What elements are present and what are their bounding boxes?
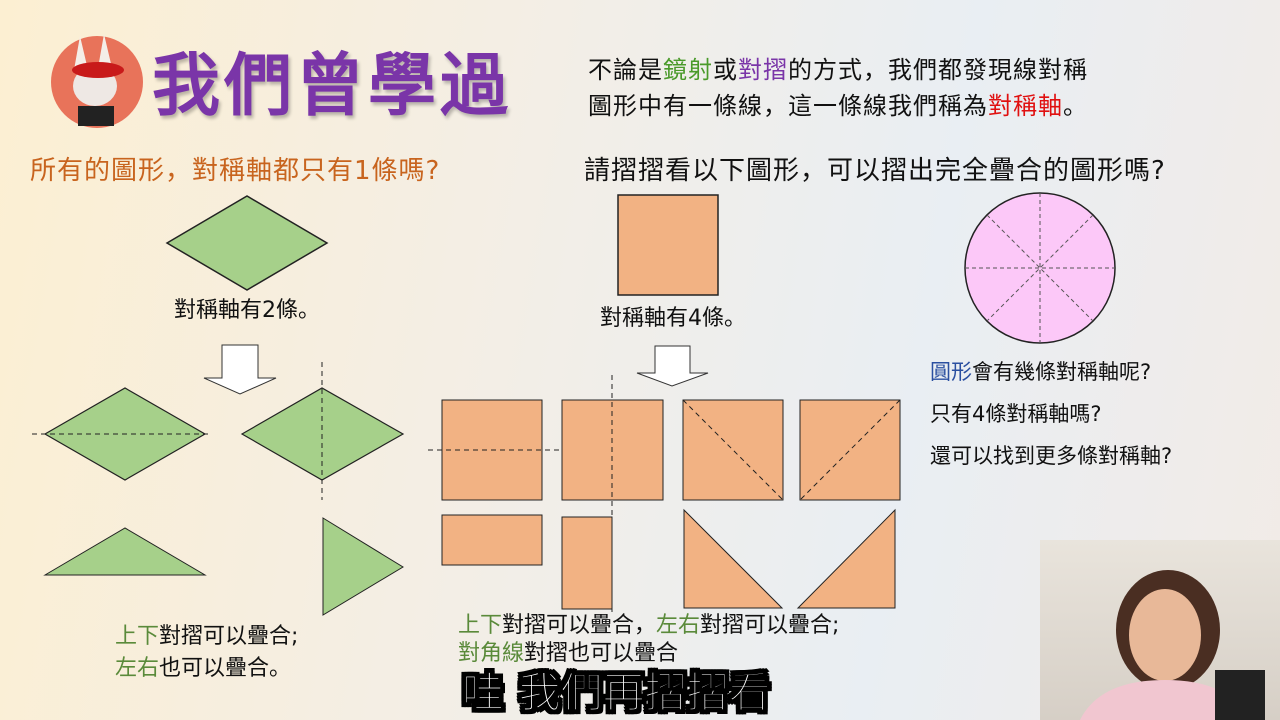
text-segment: 對摺也可以疊合 bbox=[524, 641, 679, 666]
text-segment: 的方式，我們都發現線對稱 bbox=[788, 56, 1088, 84]
text-segment: 對摺可以疊合， bbox=[502, 613, 657, 638]
down-arrow-icon bbox=[636, 345, 709, 387]
text-segment: 上下 bbox=[115, 624, 160, 649]
text-segment: 對摺 bbox=[738, 56, 788, 84]
question-right: 請摺摺看以下圖形，可以摺出完全疊合的圖形嗎? bbox=[584, 156, 1166, 186]
text-segment: 只有4條對稱軸嗎? bbox=[930, 402, 1102, 426]
text-segment: 鏡射 bbox=[663, 56, 713, 84]
folded-rectangle-horizontal bbox=[441, 514, 543, 566]
circle-shape bbox=[964, 192, 1116, 344]
text-segment: 還可以找到更多條對稱軸? bbox=[930, 444, 1173, 468]
presenter-webcam bbox=[1040, 540, 1280, 720]
folded-triangle-horizontal bbox=[43, 527, 207, 576]
folded-triangle-diagonal-1 bbox=[683, 508, 784, 609]
text-segment: 圓形 bbox=[930, 360, 972, 384]
rhombus-note-2: 左右也可以疊合。 bbox=[115, 656, 291, 682]
circle-question-3: 還可以找到更多條對稱軸? bbox=[930, 440, 1172, 470]
page-title: 我們曾學過 bbox=[152, 47, 513, 126]
text-segment: 對摺可以疊合; bbox=[159, 624, 299, 649]
text-segment: 也可以疊合。 bbox=[159, 656, 292, 681]
folded-triangle-vertical bbox=[322, 517, 404, 616]
square-label: 對稱軸有4條。 bbox=[600, 306, 746, 331]
text-segment: 會有幾條對稱軸呢? bbox=[972, 360, 1152, 384]
rhombus-note-1: 上下對摺可以疊合; bbox=[115, 624, 298, 650]
rhombus-label: 對稱軸有2條。 bbox=[174, 298, 320, 323]
rabbit-logo bbox=[51, 34, 143, 128]
text-segment: 圖形中有一條線，這一條線我們稱為 bbox=[588, 92, 988, 120]
question-left: 所有的圖形，對稱軸都只有1條嗎? bbox=[30, 156, 441, 186]
folded-triangle-diagonal-2 bbox=[796, 508, 896, 609]
circle-question-1: 圓形會有幾條對稱軸呢? bbox=[930, 356, 1151, 386]
video-subtitle: 哇 我們再摺摺看 bbox=[462, 668, 772, 717]
square-note-2: 對角線對摺也可以疊合 bbox=[458, 641, 678, 667]
intro-line-1: 不論是鏡射或對摺的方式，我們都發現線對稱 bbox=[588, 50, 1088, 85]
text-segment: 不論是 bbox=[588, 56, 663, 84]
square-note-1: 上下對摺可以疊合，左右對摺可以疊合; bbox=[458, 613, 839, 639]
text-segment: 。 bbox=[1063, 92, 1088, 120]
folded-rectangle-vertical bbox=[561, 516, 613, 610]
text-segment: 左右 bbox=[656, 613, 701, 638]
square-shape bbox=[617, 194, 719, 296]
intro-line-2: 圖形中有一條線，這一條線我們稱為對稱軸。 bbox=[588, 86, 1088, 121]
down-arrow-icon bbox=[203, 344, 277, 395]
text-segment: 上下 bbox=[458, 613, 503, 638]
text-segment: 對角線 bbox=[458, 641, 525, 666]
text-segment: 對摺可以疊合; bbox=[700, 613, 840, 638]
text-segment: 或 bbox=[713, 56, 738, 84]
presenter-figure bbox=[1080, 570, 1265, 720]
text-segment: 對稱軸 bbox=[988, 92, 1063, 120]
circle-question-2: 只有4條對稱軸嗎? bbox=[930, 398, 1102, 428]
rhombus-shape bbox=[165, 195, 329, 291]
text-segment: 左右 bbox=[115, 656, 160, 681]
